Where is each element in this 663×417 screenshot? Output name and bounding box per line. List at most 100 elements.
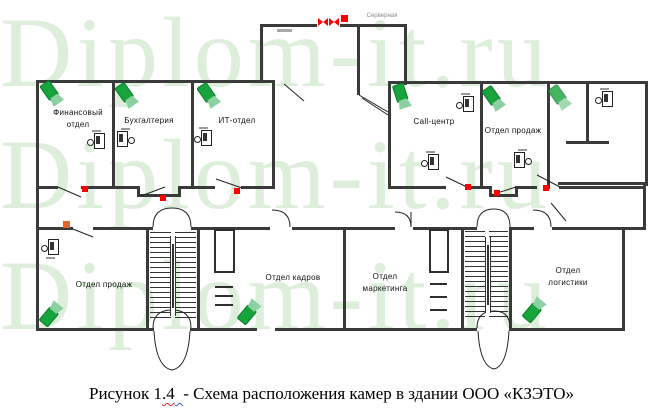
wall [36,80,39,331]
door-arc [493,208,511,228]
caption-gap [175,384,184,403]
workstation-icon [421,151,439,172]
equipment-label [426,151,435,153]
wall [146,227,149,331]
staircase-steps [465,231,485,319]
room-label-server: Серверная [366,13,398,19]
wall [461,227,464,331]
wall [489,186,492,196]
room-label-marketing: Отдел маркетинга [362,272,408,293]
entrance-door-marker [329,18,334,26]
wall-tick [430,296,447,298]
mouse-icon [456,102,463,109]
wall [413,227,464,230]
monitor-screen [50,242,54,250]
wall [586,84,589,143]
wall [469,186,489,189]
door-leaf [536,174,561,188]
elevator-shaft [214,229,235,273]
entrance-door-marker [334,18,339,26]
equipment-label [518,149,527,151]
wall [272,80,275,188]
equipment-label [600,88,609,90]
glass-door-line [361,97,389,116]
wall [357,24,360,95]
door-arc [271,209,291,228]
wall [343,227,346,331]
wall [112,80,115,188]
wall [36,227,73,230]
wall [552,227,645,230]
workstation-icon [116,128,135,149]
wall [190,328,257,331]
door-sensor [341,15,348,22]
door-sensor [494,190,500,196]
wall-tick [215,304,233,306]
door-arc [394,211,412,228]
door-arc [493,310,511,329]
door-sensor [82,186,88,192]
wall [404,24,407,85]
wall [197,227,200,331]
staircase-rail [487,245,489,305]
door-arc [476,310,495,329]
monitor-screen [604,94,608,102]
wall [388,186,446,189]
workstation-icon [41,237,59,259]
equipment-label [46,257,55,259]
wall [191,80,194,188]
door-leaf [550,202,567,222]
monitor-screen [516,155,520,163]
wall [137,194,181,197]
wall [241,186,275,189]
wall [518,186,537,189]
wall [645,81,648,186]
door-sensor [63,221,70,228]
wall [566,141,609,144]
door-sensor [543,185,549,191]
equipment-label [199,127,208,129]
entrance-door-marker [323,18,328,26]
workstation-icon [194,127,212,148]
staircase-steps [175,232,196,320]
wall [260,24,317,27]
workstation-icon [595,88,613,109]
caption-text: Рисунок 1 [88,384,162,403]
wall [340,24,407,27]
wall-tick [215,286,233,288]
door-arc [171,207,192,228]
room-label-finance: Финансовый отдел [53,108,103,129]
equipment-label [92,130,101,132]
wall [93,227,147,230]
door-arc [153,330,173,371]
staircase-steps [150,232,171,320]
workstation-icon [87,130,105,151]
wall [178,186,181,197]
wall [489,194,518,197]
wall [191,227,201,230]
door-arc [152,309,173,329]
wall [137,186,140,197]
equipment-label [461,93,470,95]
door-arc [152,207,173,228]
monitor-screen [96,136,100,144]
mouse-icon [41,245,48,252]
wall [558,182,646,185]
room-label-logistics: Отдел логистики [548,266,588,287]
wall [388,81,648,84]
caption-text: - Схема расположения камер в здании ООО … [183,384,575,403]
wall [36,186,58,189]
wall [643,182,646,230]
staircase-rail [172,244,174,308]
room-label-sales-top: Отдел продаж [484,126,542,135]
door-arc [493,330,510,370]
staircase-steps [489,231,508,319]
room-label-sales-bottom: Отдел продаж [75,280,133,289]
door-sensor [160,195,166,201]
door-arc [171,330,191,371]
door-leaf [215,178,243,189]
elevator-shaft [429,229,449,273]
wall-tick [430,283,447,285]
